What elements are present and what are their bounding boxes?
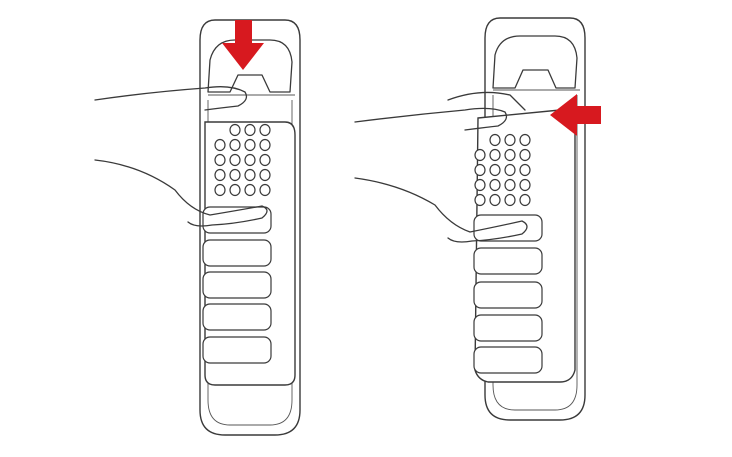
keypad-button <box>259 168 271 182</box>
keypad-right <box>474 133 531 207</box>
slots-left <box>202 206 272 364</box>
keypad-button <box>474 178 486 192</box>
keypad-button <box>519 193 531 207</box>
keypad-button <box>504 178 516 192</box>
vent-slot <box>202 303 272 331</box>
keypad-button <box>489 133 501 147</box>
keypad-button <box>214 153 226 167</box>
vent-slot <box>202 336 272 364</box>
keypad-button <box>259 123 271 137</box>
vent-slot <box>202 239 272 267</box>
vent-slot <box>202 271 272 299</box>
keypad-button <box>519 163 531 177</box>
keypad-button <box>229 123 241 137</box>
keypad-button <box>474 148 486 162</box>
keypad-button <box>489 178 501 192</box>
keypad-button <box>244 123 256 137</box>
slots-right <box>473 214 543 374</box>
keypad-button <box>504 193 516 207</box>
keypad-button <box>244 153 256 167</box>
keypad-button <box>489 193 501 207</box>
vent-slot <box>473 247 543 275</box>
keypad-button <box>229 183 241 197</box>
keypad-button <box>229 138 241 152</box>
keypad-button <box>519 133 531 147</box>
arrow-left-icon <box>550 94 601 136</box>
vent-slot <box>473 346 543 374</box>
device-right <box>447 17 586 421</box>
keypad-button <box>229 153 241 167</box>
hand-left <box>94 86 268 227</box>
keypad-button <box>489 163 501 177</box>
keypad-button <box>519 148 531 162</box>
keypad-left <box>214 123 271 197</box>
arrow-down-icon <box>222 20 264 70</box>
keypad-button <box>504 163 516 177</box>
keypad-button <box>474 163 486 177</box>
keypad-button <box>259 138 271 152</box>
keypad-button <box>214 168 226 182</box>
keypad-button <box>244 168 256 182</box>
keypad-button <box>214 138 226 152</box>
vent-slot <box>473 281 543 309</box>
keypad-button <box>259 153 271 167</box>
keypad-button <box>229 168 241 182</box>
keypad-button <box>519 178 531 192</box>
keypad-button <box>214 183 226 197</box>
vent-slot <box>473 314 543 342</box>
keypad-button <box>489 148 501 162</box>
keypad-button <box>244 138 256 152</box>
keypad-button <box>474 193 486 207</box>
keypad-button <box>504 133 516 147</box>
keypad-button <box>259 183 271 197</box>
device-left <box>199 19 301 436</box>
keypad-button <box>244 183 256 197</box>
vent-slot <box>473 214 543 242</box>
hand-right <box>354 107 528 243</box>
keypad-button <box>504 148 516 162</box>
